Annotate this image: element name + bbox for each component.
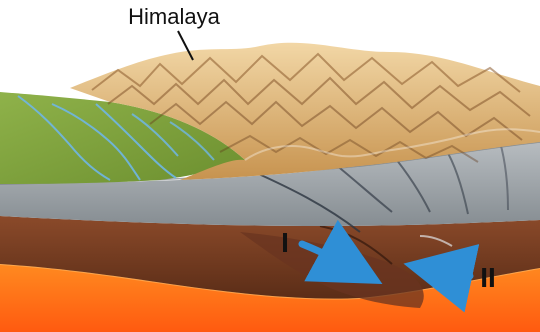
- arrow-right-label: II: [480, 262, 496, 293]
- title-label: Himalaya: [128, 4, 220, 29]
- arrow-left-label: I: [281, 227, 289, 258]
